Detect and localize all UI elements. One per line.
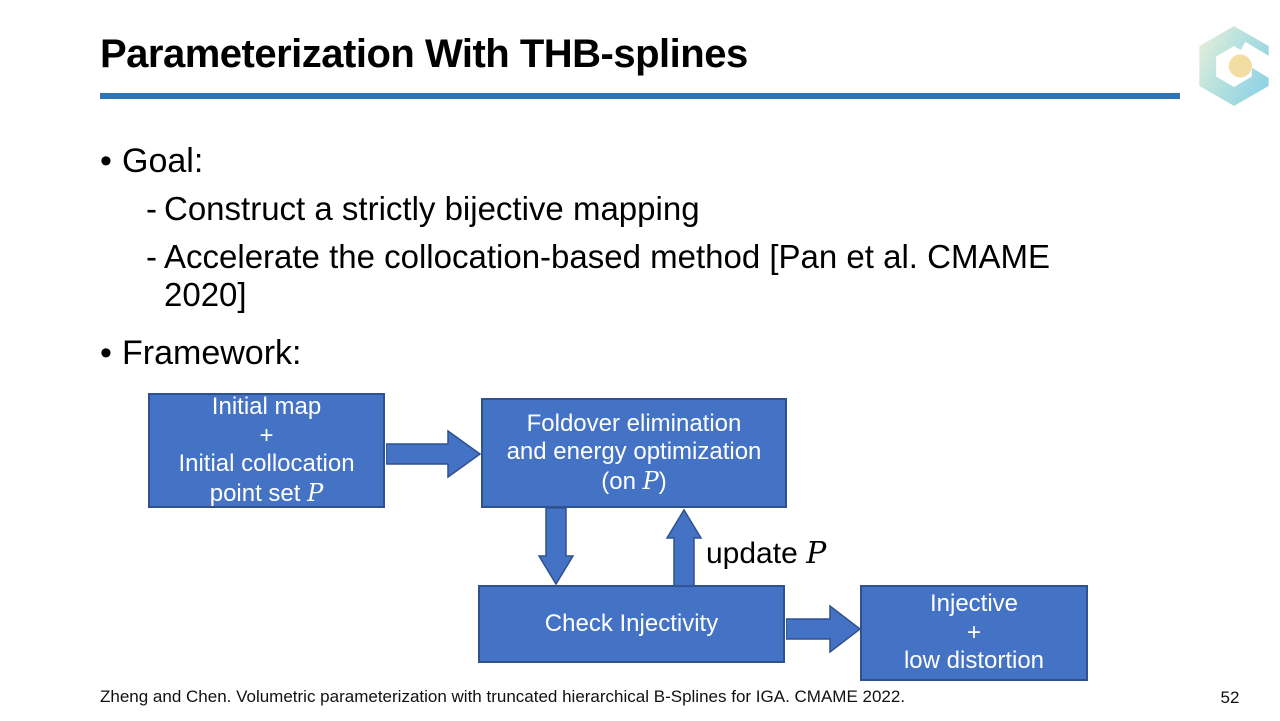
arrow-up-icon [665, 508, 703, 586]
update-edge-label: update P [706, 536, 827, 571]
dash-marker: - [146, 190, 157, 227]
flow-box-injective-result: Injective + low distortion [860, 585, 1088, 681]
flow-box-check-injectivity: Check Injectivity [478, 585, 785, 663]
arrow-right-icon [786, 604, 862, 654]
goal-item-text: Construct a strictly bijective mapping [164, 190, 700, 227]
flow-box-line: Initial map [211, 393, 322, 420]
bullet-marker: • [100, 334, 112, 372]
page-number: 52 [1220, 688, 1240, 707]
goal-item-text: Accelerate the collocation-based method … [164, 238, 1050, 313]
flow-box-line: Injective [929, 590, 1019, 618]
flow-box-foldover-elimination: Foldover elimination and energy optimiza… [481, 398, 787, 508]
arrow-down-icon [537, 508, 575, 586]
dash-marker: - [146, 238, 157, 275]
list-item: - Accelerate the collocation-based metho… [146, 238, 1116, 314]
framework-label: Framework: [122, 334, 302, 372]
flow-box-line: and energy optimization [506, 438, 762, 466]
arrow-right-icon [386, 429, 482, 479]
slide-title: Parameterization With THB-splines [100, 32, 748, 76]
title-underline [100, 93, 1180, 99]
citation-footer: Zheng and Chen. Volumetric parameterizat… [100, 687, 906, 706]
goal-sub-list: - Construct a strictly bijective mapping… [146, 190, 1116, 324]
list-item: - Construct a strictly bijective mapping [146, 190, 1116, 228]
goal-label: Goal: [122, 142, 204, 180]
flow-box-line: low distortion [903, 647, 1045, 675]
flow-box-line: point set P [209, 478, 324, 507]
flow-box-line: (on P) [601, 466, 667, 495]
bullet-framework: • Framework: [100, 334, 301, 373]
company-logo-icon [1199, 26, 1276, 106]
bullet-goal: • Goal: [100, 142, 203, 181]
flow-box-line: Foldover elimination [526, 409, 742, 437]
flow-box-line: Check Injectivity [544, 609, 719, 637]
flow-box-line: Initial collocation [178, 450, 355, 477]
flow-box-line: + [966, 618, 981, 646]
bullet-marker: • [100, 142, 112, 180]
flow-box-initial-map: Initial map + Initial collocation point … [148, 393, 385, 508]
flow-box-line: + [259, 421, 274, 449]
